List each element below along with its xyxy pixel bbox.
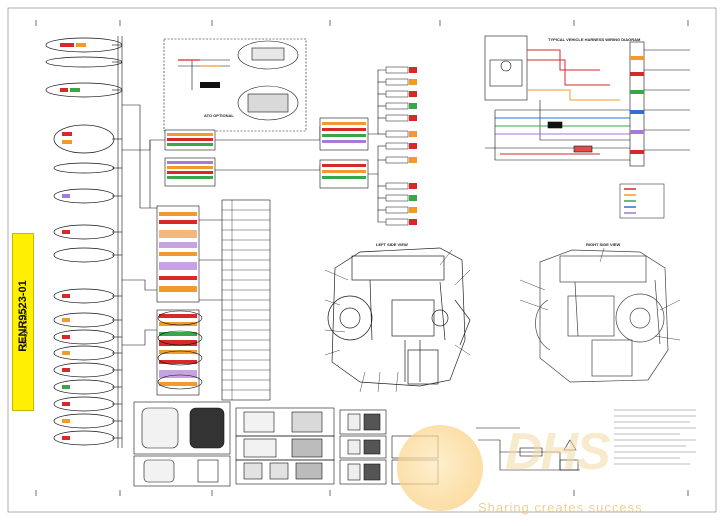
center-ellipses xyxy=(157,310,203,390)
engine-left-callouts xyxy=(324,249,471,393)
pin-column-lines xyxy=(222,200,270,400)
engine-right-view xyxy=(535,249,669,383)
engine-right-callouts xyxy=(519,247,681,341)
junction-blocks xyxy=(319,117,369,189)
ato-colored-wires xyxy=(178,59,220,88)
connector-face-views xyxy=(133,401,439,487)
left-view-label: LEFT SIDE VIEW xyxy=(376,242,408,247)
left-sensor-symbols xyxy=(60,43,86,440)
left-trunk-wires xyxy=(112,36,165,448)
harness-legend xyxy=(619,183,665,219)
ato-module xyxy=(163,38,307,132)
harness-diagram-title: TYPICAL VEHICLE HARNESS WIRING DIAGRAM xyxy=(548,37,641,42)
registration-marks xyxy=(35,20,689,496)
right-view-label: RIGHT SIDE VIEW xyxy=(586,242,621,247)
ecm-connector-blocks xyxy=(164,129,216,187)
fanout-tree xyxy=(368,69,386,223)
watermark-logo-icon xyxy=(397,425,483,511)
engine-left-view xyxy=(327,247,471,387)
bottom-right-schematic xyxy=(476,427,580,471)
watermark-letters: DHS xyxy=(505,423,611,481)
watermark-text: Sharing creates success xyxy=(478,500,643,515)
ato-title: ATO OPTIONAL xyxy=(204,113,234,118)
sheet-border xyxy=(7,7,717,513)
document-number-tab: RENR9523-01 36 Pages, Cover 2 xyxy=(12,233,34,411)
fanout-sensors xyxy=(385,66,417,226)
vehicle-harness-diagram xyxy=(484,35,690,167)
notes-block xyxy=(614,409,696,465)
left-sensor-ellipses xyxy=(45,37,123,446)
document-subtitle: 36 Pages, Cover 2 xyxy=(23,306,29,348)
